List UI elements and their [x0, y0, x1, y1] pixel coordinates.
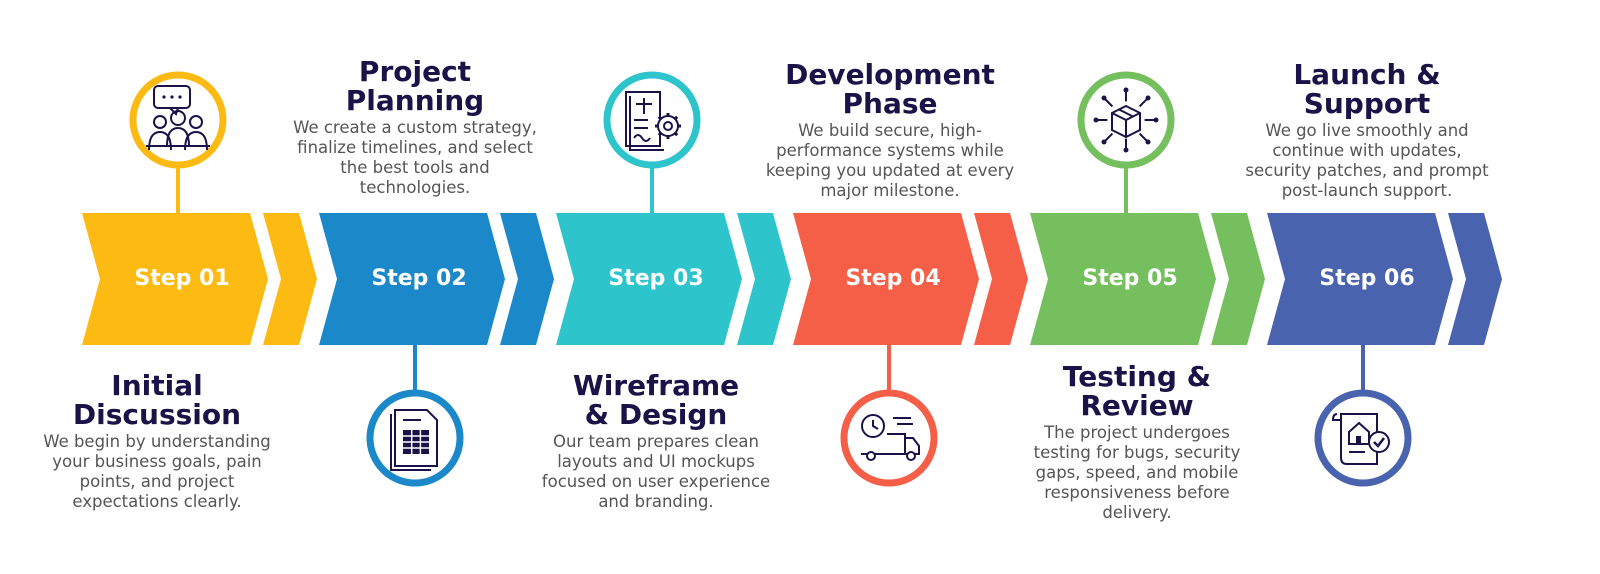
step-05-graphic: [1030, 71, 1265, 345]
step-02-label: Step 02: [371, 266, 467, 291]
delivery-truck-clock-icon: [861, 414, 920, 461]
step-01-title: Initial Discussion: [72, 369, 242, 431]
box-arrows-icon: [1093, 87, 1159, 153]
house-scroll-check-icon: [1331, 413, 1390, 465]
step-02-title: Project Planning: [345, 55, 485, 117]
step-02-description: We create a custom strategy, finalize ti…: [293, 118, 537, 197]
step-06-graphic: [1267, 213, 1502, 487]
step-05-chevron-tail: [1211, 213, 1265, 345]
step-02-chevron-tail: [500, 213, 554, 345]
step-03-graphic: [556, 71, 791, 345]
step-04-chevron-tail: [974, 213, 1028, 345]
step-03-chevron-tail: [737, 213, 791, 345]
step-01-label: Step 01: [134, 266, 230, 291]
people-chat-icon: [146, 85, 210, 151]
step-01-chevron-tail: [263, 213, 317, 345]
step-01-description: We begin by understanding your business …: [43, 432, 271, 511]
step-03-chevron: [556, 213, 742, 345]
step-03-title: Wireframe & Design: [572, 369, 740, 431]
step-04-icon-ring: [840, 389, 938, 487]
step-06-label: Step 06: [1319, 266, 1415, 291]
step-04-title: Development Phase: [785, 58, 995, 120]
step-05-label: Step 05: [1082, 266, 1178, 291]
step-04-graphic: [793, 213, 1028, 487]
document-gear-icon: [625, 91, 681, 151]
step-06-icon-ring: [1314, 389, 1412, 487]
step-01-chevron: [82, 213, 268, 345]
step-04-description: We build secure, high-performance system…: [765, 121, 1015, 200]
step-05-chevron: [1030, 213, 1216, 345]
step-02-chevron: [319, 213, 505, 345]
step-06-chevron: [1267, 213, 1453, 345]
step-03-description: Our team prepares clean layouts and UI m…: [541, 432, 771, 511]
step-04-label: Step 04: [845, 266, 941, 291]
document-spreadsheet-icon: [390, 409, 438, 471]
step-05-title: Testing & Review: [1062, 360, 1212, 422]
step-03-label: Step 03: [608, 266, 704, 291]
step-04-chevron: [793, 213, 979, 345]
step-06-description: We go live smoothly and continue with up…: [1245, 121, 1489, 200]
step-01-graphic: [82, 71, 317, 345]
step-02-graphic: [319, 213, 554, 487]
step-06-chevron-tail: [1448, 213, 1502, 345]
step-01-icon-ring: [129, 71, 227, 169]
step-05-description: The project undergoes testing for bugs, …: [1033, 423, 1241, 522]
step-03-icon-ring: [603, 71, 701, 169]
step-06-title: Launch & Support: [1293, 58, 1441, 120]
